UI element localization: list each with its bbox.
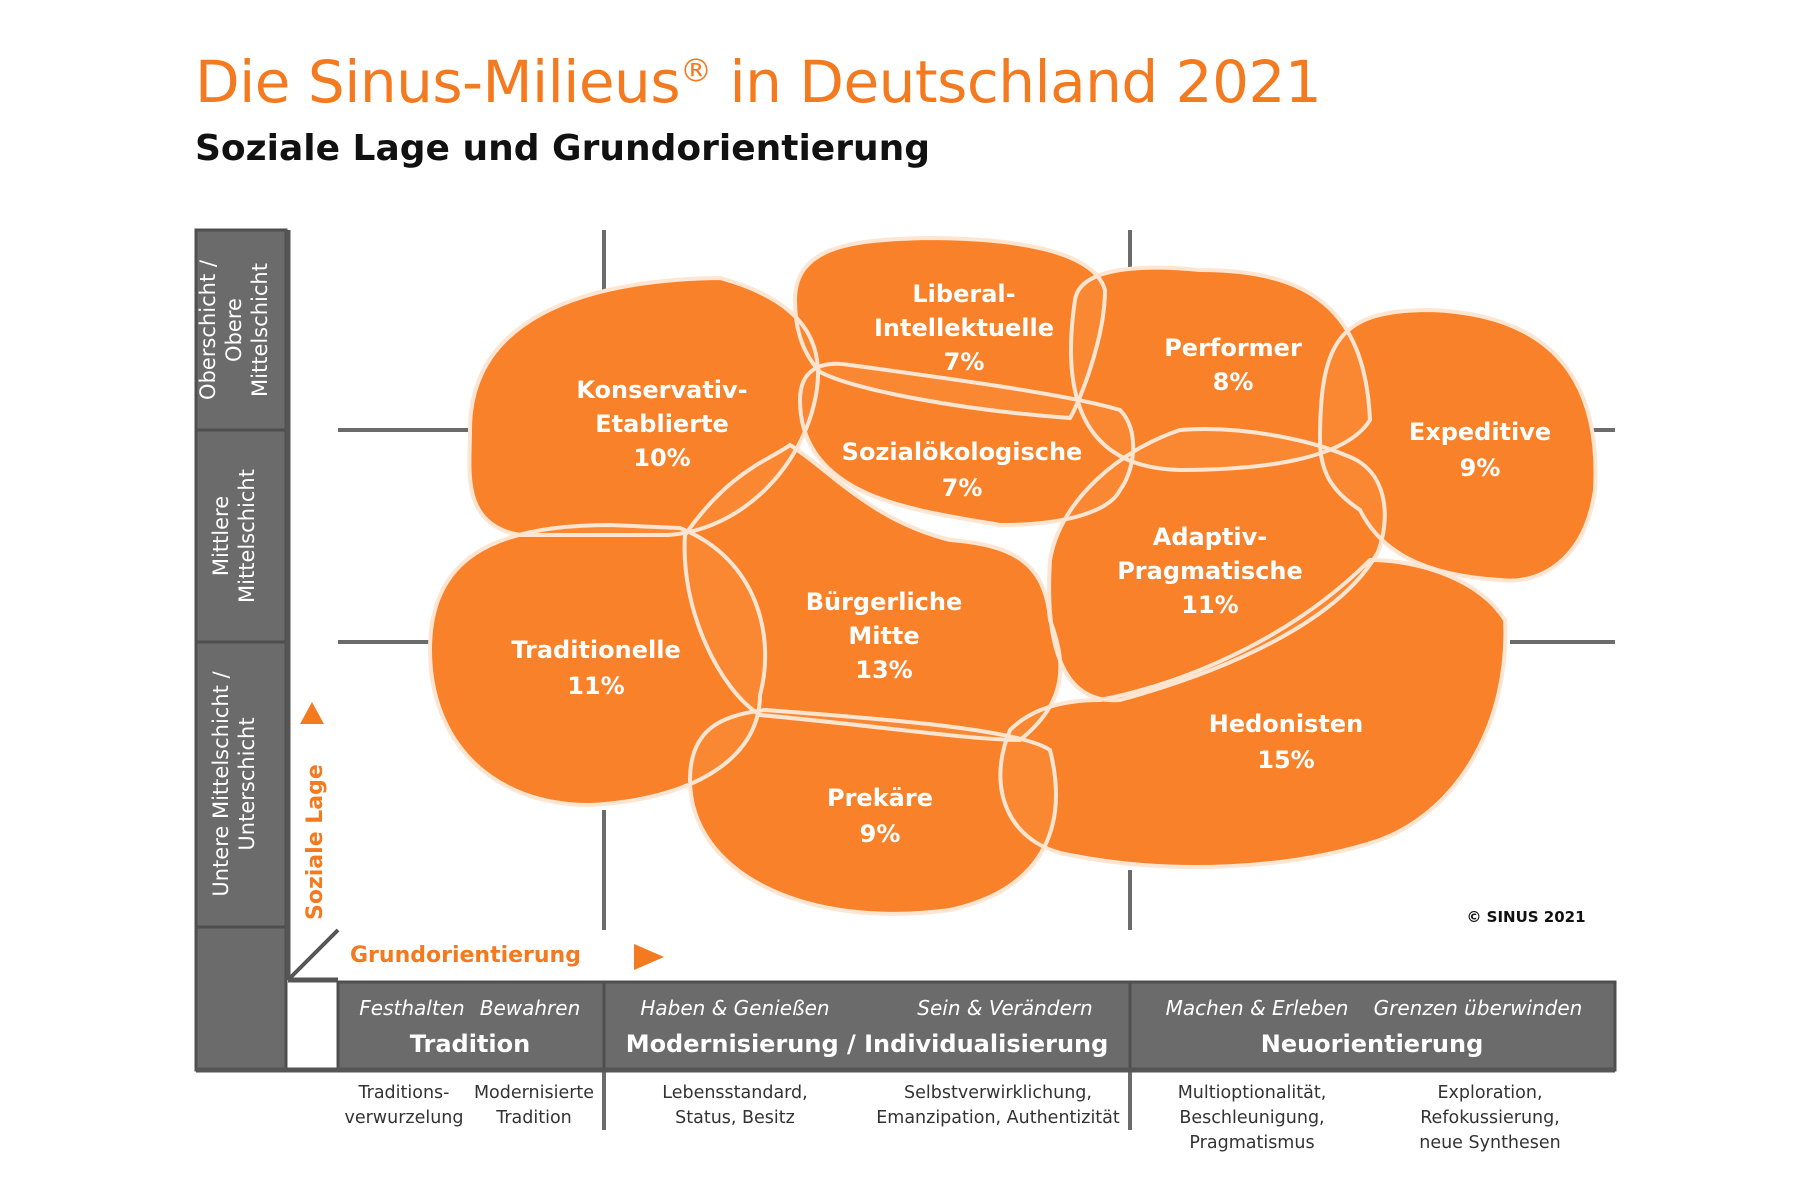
level-lower-box bbox=[194, 640, 288, 929]
svg-text:Obere: Obere bbox=[222, 298, 246, 362]
y-axis-title: Soziale Lage bbox=[303, 764, 328, 920]
milieu-adaptiv-pragmatische: Adaptiv- Pragmatische 11% bbox=[1117, 523, 1303, 619]
svg-text:Mittlere: Mittlere bbox=[209, 496, 233, 576]
svg-text:Sozialökologische: Sozialökologische bbox=[842, 438, 1083, 466]
svg-text:Expeditive: Expeditive bbox=[1409, 418, 1551, 446]
band-title-tradition: Tradition bbox=[410, 1030, 530, 1058]
y-axis-arrow-icon bbox=[300, 702, 324, 724]
svg-text:Mitte: Mitte bbox=[848, 622, 919, 650]
svg-text:Liberal-: Liberal- bbox=[912, 280, 1015, 308]
svg-text:7%: 7% bbox=[944, 348, 985, 376]
level-middle-label: Mittlere Mittelschicht bbox=[209, 469, 259, 603]
svg-text:Pragmatismus: Pragmatismus bbox=[1189, 1133, 1314, 1153]
svg-text:Emanzipation, Authentizität: Emanzipation, Authentizität bbox=[876, 1108, 1120, 1128]
band-sub-haben: Haben & Genießen bbox=[640, 996, 829, 1020]
svg-text:Oberschicht /: Oberschicht / bbox=[196, 259, 220, 400]
x-axis-arrow-icon bbox=[634, 944, 664, 970]
svg-text:11%: 11% bbox=[1181, 591, 1238, 619]
corner-box bbox=[194, 925, 288, 1072]
svg-text:Bürgerliche: Bürgerliche bbox=[806, 588, 963, 616]
svg-text:Mittelschicht: Mittelschicht bbox=[248, 263, 272, 397]
svg-text:Etablierte: Etablierte bbox=[595, 410, 729, 438]
svg-text:neue Synthesen: neue Synthesen bbox=[1419, 1133, 1561, 1153]
svg-text:15%: 15% bbox=[1257, 746, 1314, 774]
svg-text:Modernisierte: Modernisierte bbox=[474, 1083, 594, 1103]
svg-text:Lebensstandard,: Lebensstandard, bbox=[662, 1083, 807, 1103]
svg-text:11%: 11% bbox=[567, 672, 624, 700]
copyright-note: © SINUS 2021 bbox=[1466, 908, 1585, 926]
milieu-sozialoekologische: Sozialökologische 7% bbox=[842, 438, 1083, 502]
band-sub-festhalten: Festhalten bbox=[359, 996, 464, 1020]
svg-text:Prekäre: Prekäre bbox=[827, 784, 933, 812]
band-sub-machen: Machen & Erleben bbox=[1166, 996, 1349, 1020]
page-subtitle: Soziale Lage und Grundorientierung bbox=[195, 128, 930, 169]
svg-text:8%: 8% bbox=[1213, 368, 1254, 396]
milieu-konservativ-etablierte: Konservativ- Etablierte 10% bbox=[576, 376, 747, 472]
svg-text:Status, Besitz: Status, Besitz bbox=[675, 1108, 795, 1128]
milieu-liberal-intellektuelle: Liberal- Intellektuelle 7% bbox=[874, 280, 1054, 376]
svg-text:Performer: Performer bbox=[1164, 334, 1302, 362]
svg-text:Traditionelle: Traditionelle bbox=[511, 636, 680, 664]
svg-text:Refokussierung,: Refokussierung, bbox=[1420, 1108, 1560, 1128]
svg-text:Hedonisten: Hedonisten bbox=[1209, 710, 1363, 738]
level-lower-label: Untere Mittelschicht / Unterschicht bbox=[209, 670, 259, 896]
band-neuorientierung bbox=[1128, 980, 1617, 1072]
svg-text:10%: 10% bbox=[633, 444, 690, 472]
band-sub-bewahren: Bewahren bbox=[480, 996, 581, 1020]
band-title-neuorientierung: Neuorientierung bbox=[1261, 1030, 1484, 1058]
milieu-labels: Konservativ- Etablierte 10% Liberal- Int… bbox=[511, 280, 1551, 848]
svg-text:13%: 13% bbox=[855, 656, 912, 684]
band-sub-grenzen: Grenzen überwinden bbox=[1374, 996, 1583, 1020]
milieu-hedonisten: Hedonisten 15% bbox=[1209, 710, 1363, 774]
svg-text:7%: 7% bbox=[942, 474, 983, 502]
svg-text:Traditions-: Traditions- bbox=[358, 1083, 450, 1103]
svg-text:Konservativ-: Konservativ- bbox=[576, 376, 747, 404]
svg-text:Pragmatische: Pragmatische bbox=[1117, 557, 1303, 585]
band-descriptions: Traditions- verwurzelung Modernisierte T… bbox=[344, 1083, 1560, 1153]
band-modernisierung bbox=[602, 980, 1132, 1072]
svg-text:9%: 9% bbox=[1460, 454, 1501, 482]
x-axis-bands: Festhalten Bewahren Tradition Haben & Ge… bbox=[196, 980, 1617, 1073]
milieu-prekaere: Prekäre 9% bbox=[827, 784, 933, 848]
svg-text:verwurzelung: verwurzelung bbox=[344, 1108, 463, 1128]
svg-text:Untere Mittelschicht /: Untere Mittelschicht / bbox=[209, 670, 233, 896]
svg-text:Mittelschicht: Mittelschicht bbox=[235, 469, 259, 603]
y-axis-panel: Oberschicht / Obere Mittelschicht Mittle… bbox=[194, 228, 340, 1072]
page-title: Die Sinus-Milieus® in Deutschland 2021 bbox=[195, 48, 1322, 116]
svg-text:Beschleunigung,: Beschleunigung, bbox=[1179, 1108, 1324, 1128]
band-title-modernisierung: Modernisierung / Individualisierung bbox=[626, 1030, 1109, 1058]
milieu-traditionelle: Traditionelle 11% bbox=[511, 636, 680, 700]
svg-text:Tradition: Tradition bbox=[495, 1108, 572, 1128]
band-sub-sein: Sein & Verändern bbox=[917, 996, 1092, 1020]
milieu-buergerliche-mitte: Bürgerliche Mitte 13% bbox=[806, 588, 963, 684]
svg-text:Multioptionalität,: Multioptionalität, bbox=[1178, 1083, 1327, 1103]
svg-text:Intellektuelle: Intellektuelle bbox=[874, 314, 1054, 342]
milieu-expeditive: Expeditive 9% bbox=[1409, 418, 1551, 482]
svg-text:9%: 9% bbox=[860, 820, 901, 848]
svg-text:Adaptiv-: Adaptiv- bbox=[1153, 523, 1267, 551]
milieu-performer: Performer 8% bbox=[1164, 334, 1302, 396]
svg-text:Selbstverwirklichung,: Selbstverwirklichung, bbox=[904, 1083, 1092, 1103]
x-axis-title: Grundorientierung bbox=[350, 943, 581, 968]
level-upper-label: Oberschicht / Obere Mittelschicht bbox=[196, 259, 272, 400]
svg-text:Unterschicht: Unterschicht bbox=[235, 717, 259, 850]
band-tradition bbox=[336, 980, 606, 1072]
svg-text:Exploration,: Exploration, bbox=[1437, 1083, 1542, 1103]
